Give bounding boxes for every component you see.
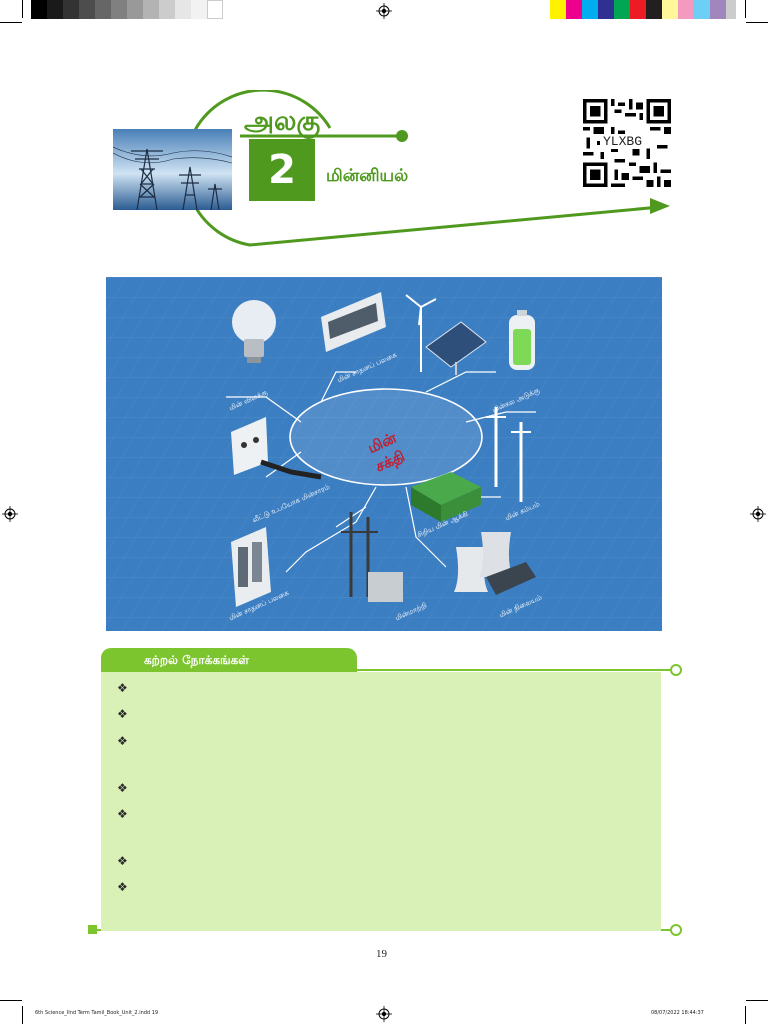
crop-mark: [746, 22, 768, 23]
print-slug-filename: 6th Science_IInd Term Tamil_Book_Unit_2.…: [35, 1010, 159, 1016]
power-plant-icon: [454, 532, 536, 595]
objective-bullet: ❖: [117, 854, 128, 868]
crop-mark: [745, 1006, 746, 1024]
qr-code-text: YLXBG: [600, 134, 646, 149]
electric-power-infographic: மின் விளக்கு மின் சாதனப் பலகை மின்கல அடு…: [106, 277, 662, 631]
unit-title: மின்னியல்: [326, 166, 409, 186]
registration-mark-icon: [376, 1006, 392, 1022]
transformer-icon: [341, 512, 403, 602]
control-panel-icon: [231, 527, 271, 607]
wall-socket-icon: [231, 417, 322, 480]
objectives-panel: [101, 672, 661, 931]
crop-mark: [0, 22, 22, 23]
registration-mark-icon: [376, 3, 392, 19]
generator-icon: [411, 472, 481, 522]
unit-label: அலகு: [244, 106, 321, 137]
battery-icon: [509, 310, 535, 370]
light-bulb-icon: [232, 300, 276, 363]
chapter-header-decoration: [183, 90, 670, 247]
page-number: 19: [376, 948, 387, 960]
power-tower-photo: [113, 129, 232, 210]
infographic-drawing: [106, 277, 662, 631]
objective-bullet: ❖: [117, 807, 128, 821]
registration-mark-icon: [2, 506, 18, 522]
objective-bullet: ❖: [117, 707, 128, 721]
objective-bullet: ❖: [117, 880, 128, 894]
crop-mark: [746, 1000, 768, 1001]
power-pole-icon: [486, 407, 531, 502]
objective-bullet: ❖: [117, 681, 128, 695]
distribution-board-icon: [321, 292, 386, 352]
registration-mark-icon: [750, 506, 766, 522]
print-slug-timestamp: 08/07/2022 18:44:37: [651, 1010, 704, 1016]
crop-mark: [0, 1000, 22, 1001]
objectives-tab: [101, 648, 357, 674]
objective-bullet: ❖: [117, 781, 128, 795]
objective-bullet: ❖: [117, 734, 128, 748]
wind-turbine-icon: [405, 294, 437, 372]
crop-mark: [22, 1006, 23, 1024]
crop-mark: [745, 0, 746, 18]
objectives-title: கற்றல் நோக்கங்கள்: [144, 653, 250, 667]
crop-mark: [22, 0, 23, 18]
unit-number: 2: [249, 139, 315, 201]
solar-panel-icon: [425, 321, 487, 375]
